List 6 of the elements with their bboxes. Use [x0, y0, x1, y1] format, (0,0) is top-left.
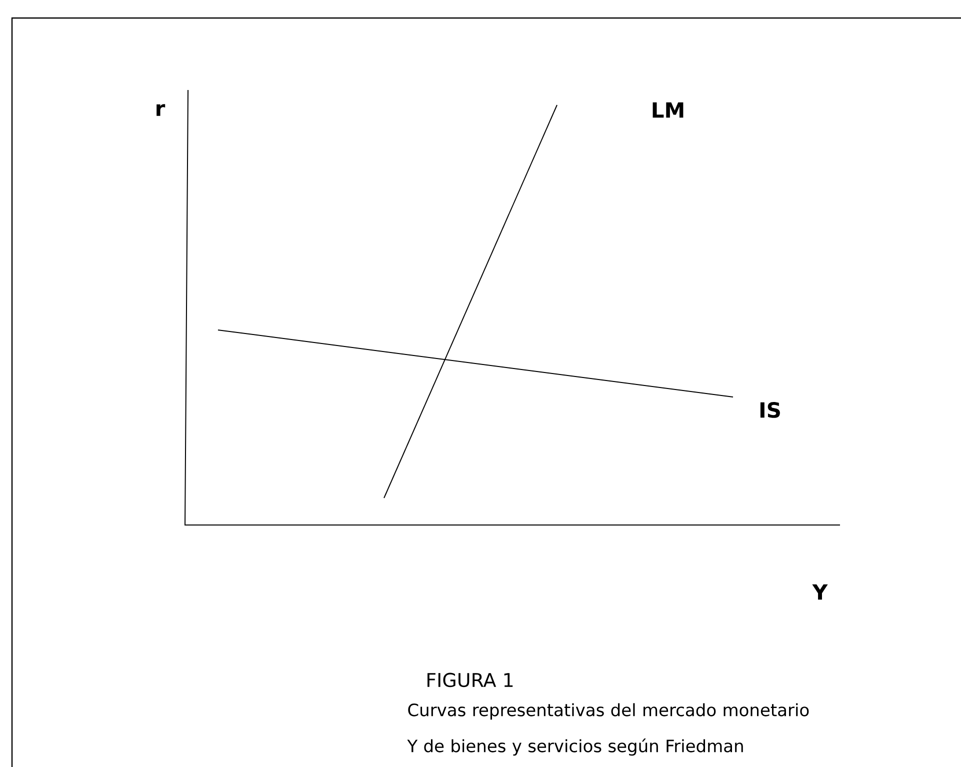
caption: Curvas representativas del mercado monetario Y de bienes y servicios según Friedman: [407, 703, 809, 756]
curve-label: IS: [760, 402, 780, 418]
curve-label: LM: [652, 102, 684, 118]
figure-number: FIGURA 1: [428, 672, 513, 688]
axis-label: r: [156, 104, 166, 116]
axis-label: Y: [812, 584, 828, 600]
